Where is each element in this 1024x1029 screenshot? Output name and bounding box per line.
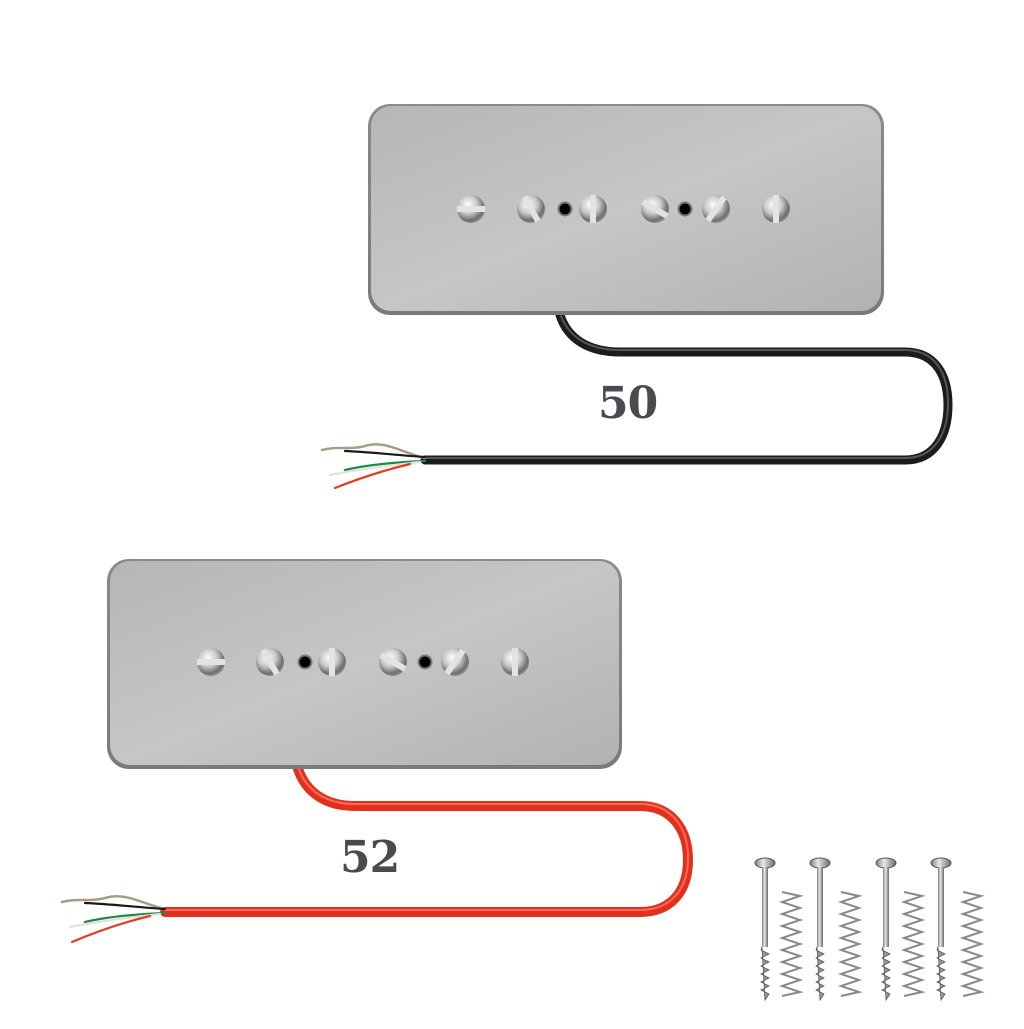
screw <box>875 857 897 1002</box>
spring <box>959 891 985 997</box>
cable-black <box>420 310 953 465</box>
lead-wires <box>320 443 427 490</box>
pole-pieces <box>457 195 790 223</box>
pickup-label-bridge: 52 <box>340 832 400 883</box>
cable-red <box>160 764 694 917</box>
pickup-bridge <box>60 559 694 944</box>
screw <box>930 857 952 1002</box>
pickup-label-neck: 50 <box>598 378 658 429</box>
pickup-neck <box>320 104 953 490</box>
spring <box>778 891 804 997</box>
lead-wires <box>60 895 167 944</box>
mounting-hardware <box>754 857 985 1002</box>
spring <box>837 891 863 997</box>
pickup-cover <box>371 106 881 311</box>
pickup-cover <box>110 561 619 765</box>
screw <box>754 857 776 1002</box>
pole-pieces <box>197 648 529 676</box>
screw <box>809 857 831 1002</box>
spring <box>900 891 926 997</box>
